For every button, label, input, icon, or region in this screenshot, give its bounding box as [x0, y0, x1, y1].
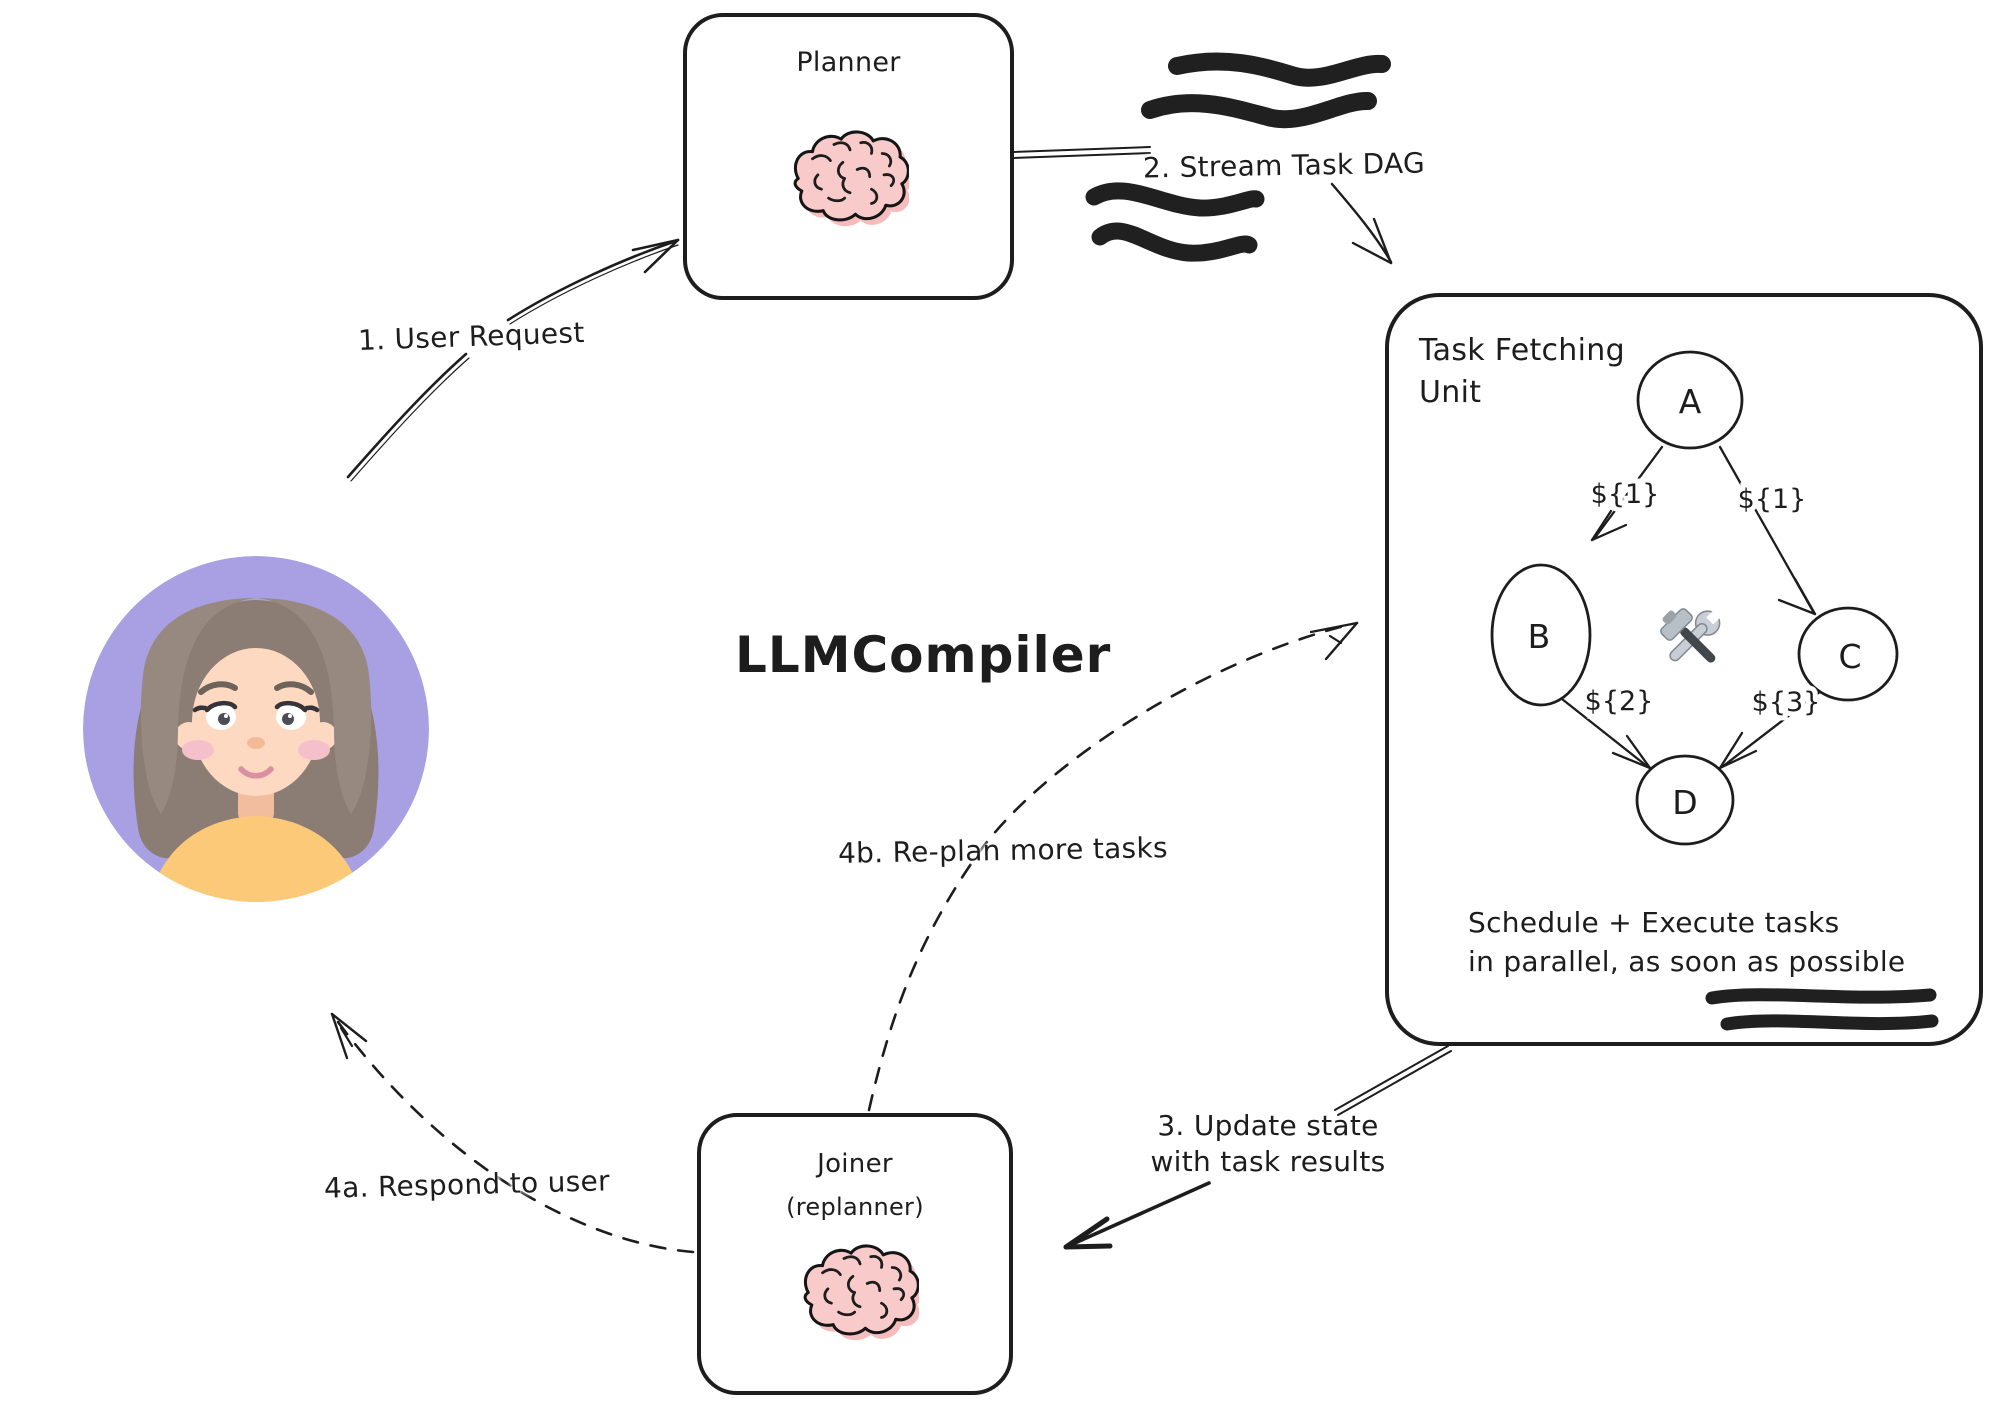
arrow-user-request	[346, 238, 680, 482]
avatar-nose	[247, 737, 265, 749]
diagram-title: LLMCompiler	[735, 626, 1112, 684]
planner-title: Planner	[796, 47, 901, 78]
avatar-hair-right	[256, 598, 372, 814]
brain-icon	[793, 130, 909, 227]
planner-output-line	[1011, 146, 1151, 159]
avatar-brows	[198, 681, 314, 695]
step1-label: 1. User Request	[357, 316, 586, 357]
avatar-hair-left	[140, 598, 256, 814]
user-avatar	[83, 556, 429, 902]
task-fetching-unit-caption: Schedule + Execute tasks in parallel, as…	[1468, 906, 1906, 978]
step4b-label: 4b. Re-plan more tasks	[837, 831, 1169, 870]
joiner-title: Joiner	[817, 1149, 893, 1179]
brain-icon	[803, 1244, 919, 1341]
task-fetching-unit-title: Task Fetching Unit	[1419, 333, 1625, 410]
joiner-subtitle: (replanner)	[786, 1193, 924, 1221]
avatar-shirt	[149, 816, 363, 902]
step4a-label: 4a. Respond to user	[323, 1164, 611, 1205]
step2-label: 2. Stream Task DAG	[1142, 146, 1426, 185]
avatar-blush	[182, 740, 214, 760]
arrow-respond-to-user	[330, 1012, 695, 1254]
avatar-mouth	[238, 766, 274, 779]
avatar-eyes	[192, 700, 320, 730]
step3-label: 3. Update state with task results	[1150, 1109, 1386, 1178]
arrow-stream-task-dag	[1330, 182, 1393, 265]
